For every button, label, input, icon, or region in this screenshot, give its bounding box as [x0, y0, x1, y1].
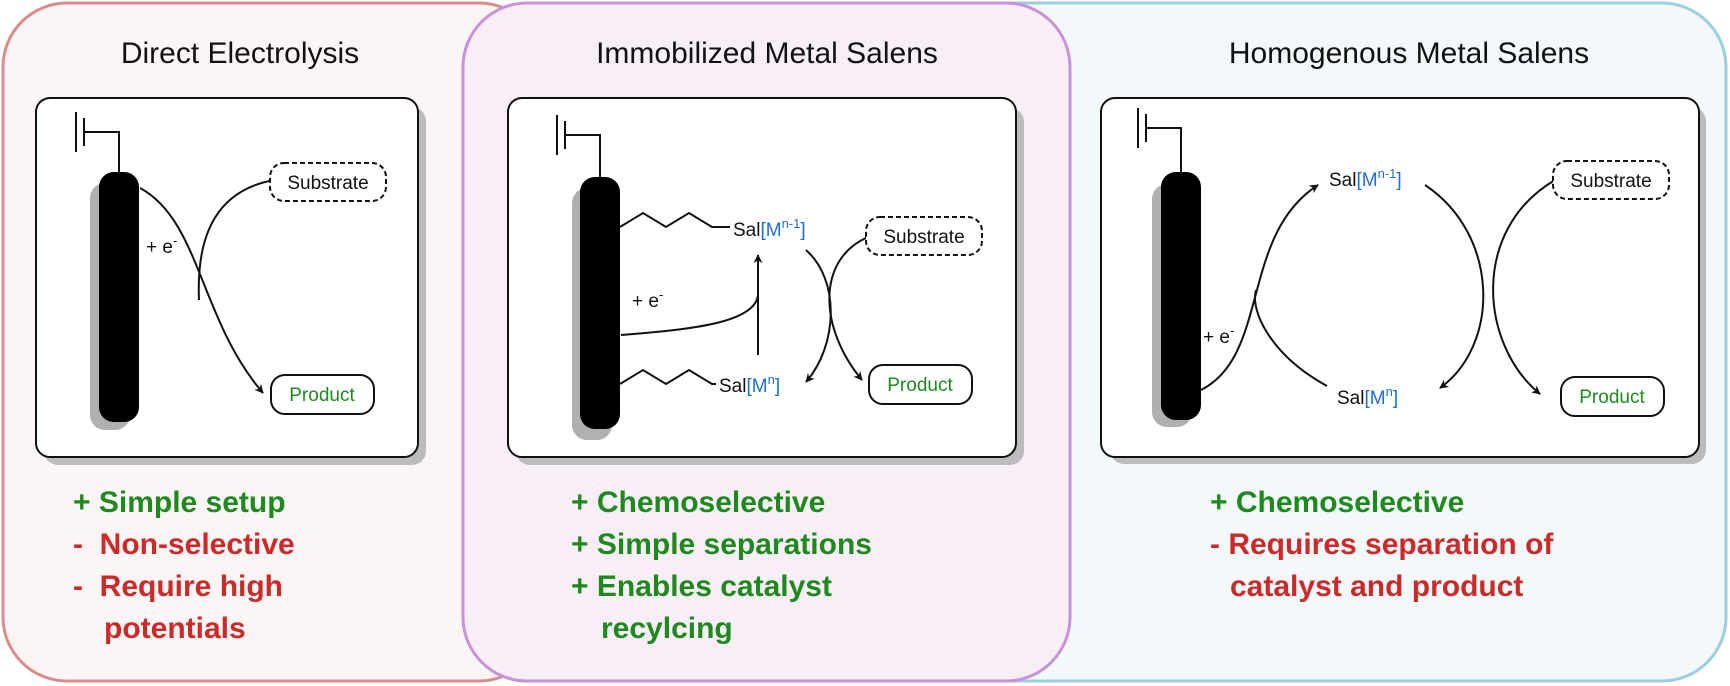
- potentiostat-icon: [556, 115, 601, 177]
- product-label: Product: [289, 385, 355, 406]
- arrow-substrate-to-product: [1492, 179, 1556, 395]
- substrate-label: Substrate: [287, 173, 368, 194]
- salen-oxidized-label: Sal[Mn-1]: [733, 216, 806, 241]
- electron-label: + e-: [1203, 323, 1234, 348]
- electron-label: + e-: [632, 287, 663, 312]
- arrow-electron-transfer: [620, 254, 763, 336]
- product-label: Product: [887, 375, 953, 396]
- substrate-box: [865, 216, 983, 256]
- bullets-direct-electrolysis: + Simple setup - Non-selective - Require…: [73, 486, 295, 645]
- bullet-pro: + Enables catalyst: [571, 570, 832, 603]
- electron-label: + e-: [146, 233, 177, 258]
- electrode: [580, 177, 620, 429]
- title-immobilized-metal-salens: Immobilized Metal Salens: [596, 37, 938, 70]
- bullets-immobilized-metal-salens: + Chemoselective + Simple separations + …: [571, 486, 872, 645]
- diagram-immobilized-metal-salens: Sal[Mn-1] Sal[Mn] + e- Substrate Product: [507, 97, 1024, 465]
- product-box: [270, 374, 375, 415]
- linker-top: [619, 211, 730, 229]
- arc-substrate: [197, 179, 275, 301]
- linker-bottom: [619, 368, 716, 386]
- bullets-homogenous-metal-salens: + Chemoselective - Requires separation o…: [1210, 486, 1554, 603]
- arrow-substrate-to-product: [828, 236, 869, 381]
- title-direct-electrolysis: Direct Electrolysis: [121, 37, 359, 70]
- bullet-con: - Requires separation of: [1210, 528, 1554, 561]
- diagram-direct-electrolysis: + e- Substrate Product: [35, 97, 426, 465]
- bullet-con-continuation: potentials: [104, 612, 246, 645]
- arc-reduced-to-electrode: [1254, 289, 1328, 387]
- diagram-homogenous-metal-salens: + e- Sal[Mn-1] Sal[Mn] Substrate Product: [1100, 97, 1706, 464]
- bullet-pro: + Chemoselective: [571, 486, 825, 519]
- bullet-pro-continuation: recylcing: [601, 612, 733, 645]
- arrow-electrode-to-product: [139, 187, 264, 394]
- arrow-oxidized-to-reduced: [1424, 184, 1485, 389]
- salen-reduced-label: Sal[Mn]: [719, 372, 780, 397]
- electrode: [99, 172, 139, 422]
- bullet-pro: + Chemoselective: [1210, 486, 1464, 519]
- bullet-con: - Non-selective: [73, 528, 295, 561]
- salen-reduced-label: Sal[Mn]: [1337, 384, 1398, 409]
- substrate-label: Substrate: [883, 227, 964, 248]
- potentiostat-icon: [75, 112, 120, 172]
- product-box: [1560, 376, 1665, 417]
- salen-oxidized-label: Sal[Mn-1]: [1329, 166, 1402, 191]
- substrate-box: [1552, 160, 1670, 200]
- bullet-pro: + Simple setup: [73, 486, 286, 519]
- electrode: [1161, 172, 1201, 420]
- substrate-box: [269, 162, 387, 202]
- product-box: [868, 364, 973, 405]
- potentiostat-icon: [1137, 108, 1182, 172]
- bullet-con-continuation: catalyst and product: [1230, 570, 1523, 603]
- title-homogenous-metal-salens: Homogenous Metal Salens: [1229, 37, 1589, 70]
- product-label: Product: [1579, 387, 1645, 408]
- substrate-label: Substrate: [1570, 171, 1651, 192]
- bullet-con: - Require high: [73, 570, 283, 603]
- bullet-pro: + Simple separations: [571, 528, 872, 561]
- diagram-box: [1100, 97, 1700, 458]
